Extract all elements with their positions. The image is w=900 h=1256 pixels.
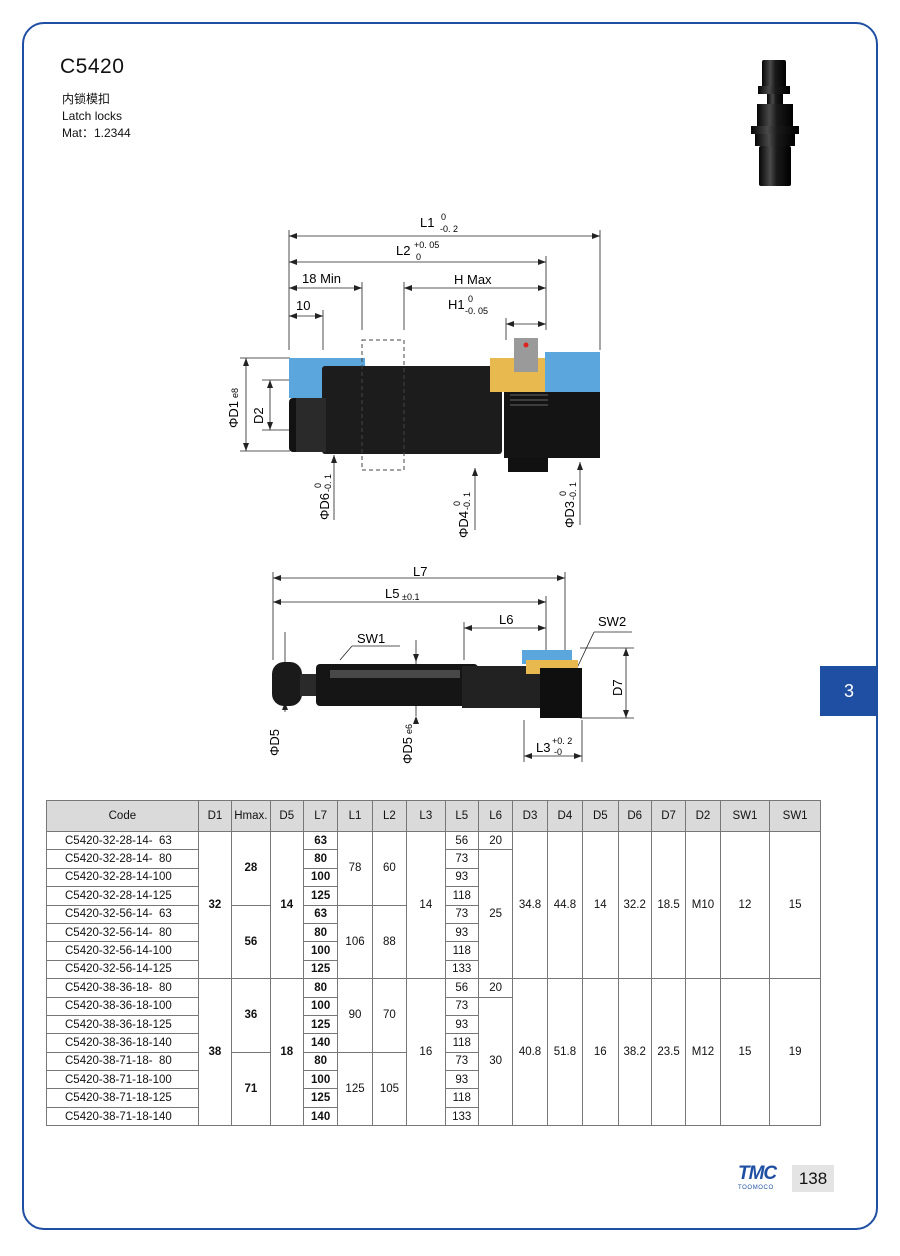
table-row: C5420-32-56-14-125 125 133 (46, 959, 821, 980)
svg-text:-0. 1: -0. 1 (568, 482, 578, 500)
svg-text:+0. 05: +0. 05 (414, 240, 439, 250)
dim-10: 10 (296, 298, 310, 313)
svg-text:0: 0 (558, 491, 568, 496)
col-l2: L2 (371, 800, 408, 832)
table-row: C5420-32-28-14- 80 80 73 25 (46, 849, 821, 980)
svg-text:e8: e8 (230, 388, 240, 398)
dim-d6: ΦD6 (317, 493, 332, 520)
table-row: C5420-32-56-14-100 100 118 (46, 941, 821, 961)
svg-text:0: 0 (468, 294, 473, 304)
material-label: Mat：1.2344 (62, 126, 131, 140)
col-d4: D4 (546, 800, 584, 832)
brand-logo: TMC TOOMOCO (738, 1163, 777, 1192)
svg-text:-0: -0 (554, 747, 562, 757)
assembly-drawing: L1 0 -0. 2 L2 +0. 05 0 18 Min H Max 10 H… (226, 212, 601, 538)
dim-d3: ΦD3 (562, 501, 577, 528)
col-d2: D2 (685, 800, 721, 832)
col-d7: D7 (650, 800, 687, 832)
table-row: C5420-38-71-18-125 125 118 (46, 1088, 821, 1108)
section-tab[interactable]: 3 (820, 666, 878, 716)
table-row: C5420-32-56-14- 63 56 63 106 88 73 (46, 904, 821, 980)
dim-l7: L7 (413, 564, 427, 579)
svg-text:+0. 2: +0. 2 (552, 736, 572, 746)
table-row: C5420-32-28-14-100 100 93 (46, 867, 821, 888)
table-row: C5420-38-71-18-140 140 133 (46, 1106, 821, 1127)
svg-text:0: 0 (441, 212, 446, 222)
col-code: Code (46, 800, 199, 832)
table-row: C5420-38-71-18- 80 71 80 125 105 73 (46, 1051, 821, 1127)
col-d3: D3 (512, 800, 548, 832)
pin-drawing: L7 L5 ±0.1 L6 SW1 SW2 D7 ΦD5 ΦD5 e6 L3 +… (267, 564, 634, 764)
col-d6: D6 (617, 800, 652, 832)
col-l6: L6 (477, 800, 514, 832)
col-d5: D5 (269, 800, 304, 832)
table-row: C5420-38-71-18-100 100 93 (46, 1070, 821, 1090)
dim-d4: ΦD4 (456, 511, 471, 538)
subtitle-chinese: 内锁模扣 (62, 92, 111, 106)
svg-text:0: 0 (416, 252, 421, 262)
dim-l3: L3 (536, 740, 550, 755)
dim-sw1: SW1 (357, 631, 385, 646)
dim-l2: L2 (396, 243, 410, 258)
col-l5: L5 (444, 800, 479, 832)
subtitle-english: Latch locks (62, 109, 123, 123)
dim-l5: L5 (385, 586, 399, 601)
dim-hmax: H Max (454, 272, 492, 287)
page-number: 138 (792, 1165, 834, 1192)
svg-text:e6: e6 (404, 724, 414, 734)
col-sw1a: SW1 (719, 800, 771, 832)
product-title: C5420 (60, 55, 125, 78)
table-row: C5420-38-36-18-140 140 118 (46, 1033, 821, 1053)
page-frame (22, 22, 878, 1230)
col-sw1b: SW1 (769, 800, 821, 832)
col-l3: L3 (406, 800, 446, 832)
dim-l6: L6 (499, 612, 513, 627)
svg-text:0: 0 (452, 501, 462, 506)
dim-h1: H1 (448, 297, 465, 312)
dim-l1: L1 (420, 215, 434, 230)
dim-d5-e6: ΦD5 (400, 737, 415, 764)
svg-text:-0. 05: -0. 05 (465, 306, 488, 316)
dim-d5: ΦD5 (267, 729, 282, 756)
dim-sw2: SW2 (598, 614, 626, 629)
product-photo (751, 60, 799, 186)
svg-text:-0. 1: -0. 1 (462, 492, 472, 510)
dim-18min: 18 Min (302, 271, 341, 286)
table-header-row: Code D1 Hmax. D5 L7 L1 L2 L3 L5 L6 D3 D4… (46, 800, 821, 832)
table-row: C5420-38-36-18-125 125 93 (46, 1014, 821, 1035)
col-l7: L7 (302, 800, 339, 832)
table-row: C5420-32-28-14-125 125 118 (46, 886, 821, 906)
dim-d7: D7 (610, 679, 625, 696)
svg-text:-0. 2: -0. 2 (440, 224, 458, 234)
dim-d2: D2 (251, 407, 266, 424)
svg-text:-0. 1: -0. 1 (323, 474, 333, 492)
col-hmax: Hmax. (231, 800, 271, 832)
col-l1: L1 (337, 800, 373, 832)
table-row: C5420-38-36-18- 80 38 36 18 80 90 70 16 … (46, 978, 821, 1127)
svg-text:±0.1: ±0.1 (402, 592, 419, 602)
dim-d1: ΦD1 (226, 401, 241, 428)
table-row: C5420-38-36-18-100 100 73 30 (46, 996, 821, 1127)
svg-text:0: 0 (313, 483, 323, 488)
col-d1: D1 (197, 800, 233, 832)
table-row: C5420-32-28-14- 63 32 28 14 63 78 60 14 … (46, 830, 821, 980)
spec-table: Code D1 Hmax. D5 L7 L1 L2 L3 L5 L6 D3 D4… (46, 800, 821, 1127)
col-d5b: D5 (582, 800, 619, 832)
